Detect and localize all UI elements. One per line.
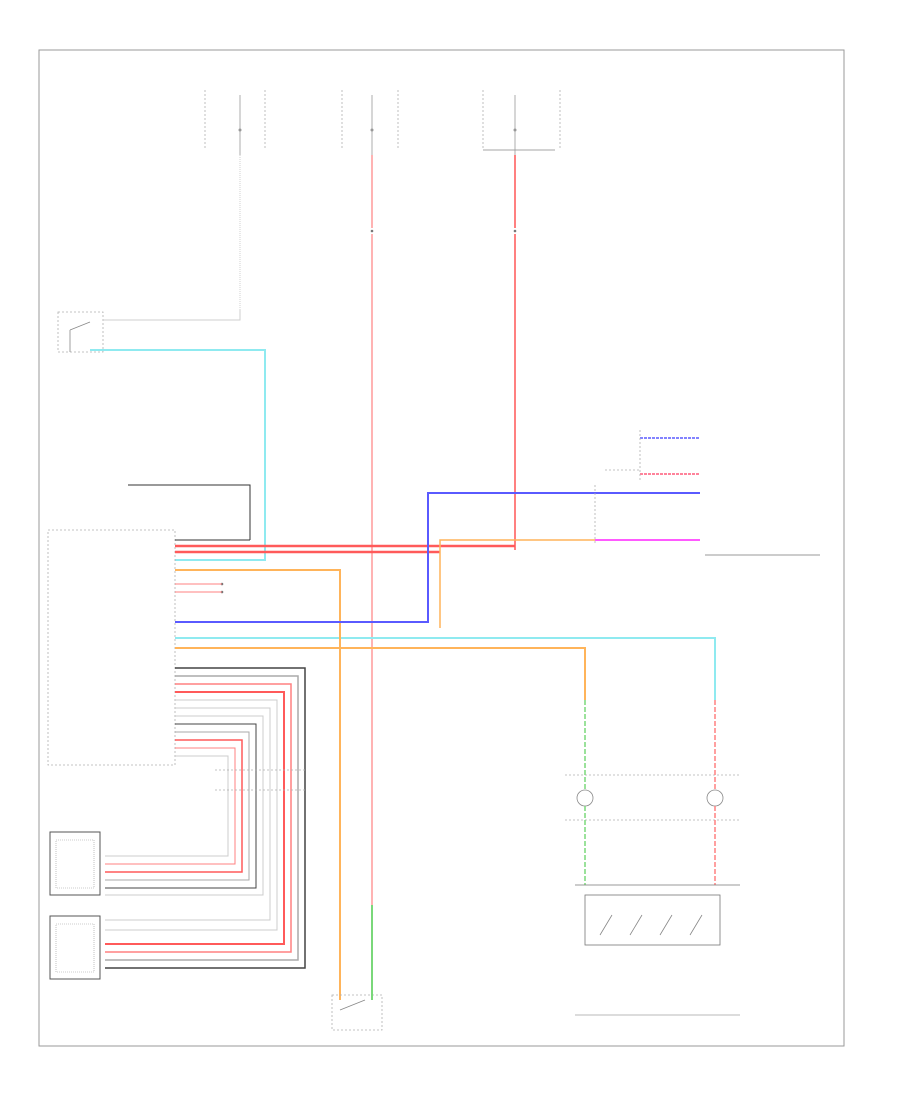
wire-cyan — [90, 349, 266, 561]
brake-switch — [331, 994, 383, 1031]
fuse-block-center — [341, 90, 399, 155]
wire-bundle — [105, 667, 306, 969]
fuse-block-right — [482, 90, 561, 155]
data-link-connector — [605, 430, 700, 480]
ecu-module — [47, 529, 176, 766]
diagram-frame — [38, 49, 845, 1047]
fuse-block-left — [204, 90, 266, 310]
steering-angle-sensor — [565, 774, 740, 821]
wire-orange — [175, 569, 341, 1000]
stop-lamp-switch — [57, 311, 104, 353]
yaw-rate-sensor — [49, 831, 101, 980]
wire-blue — [175, 492, 700, 623]
cruise-control-switch — [575, 884, 740, 1016]
